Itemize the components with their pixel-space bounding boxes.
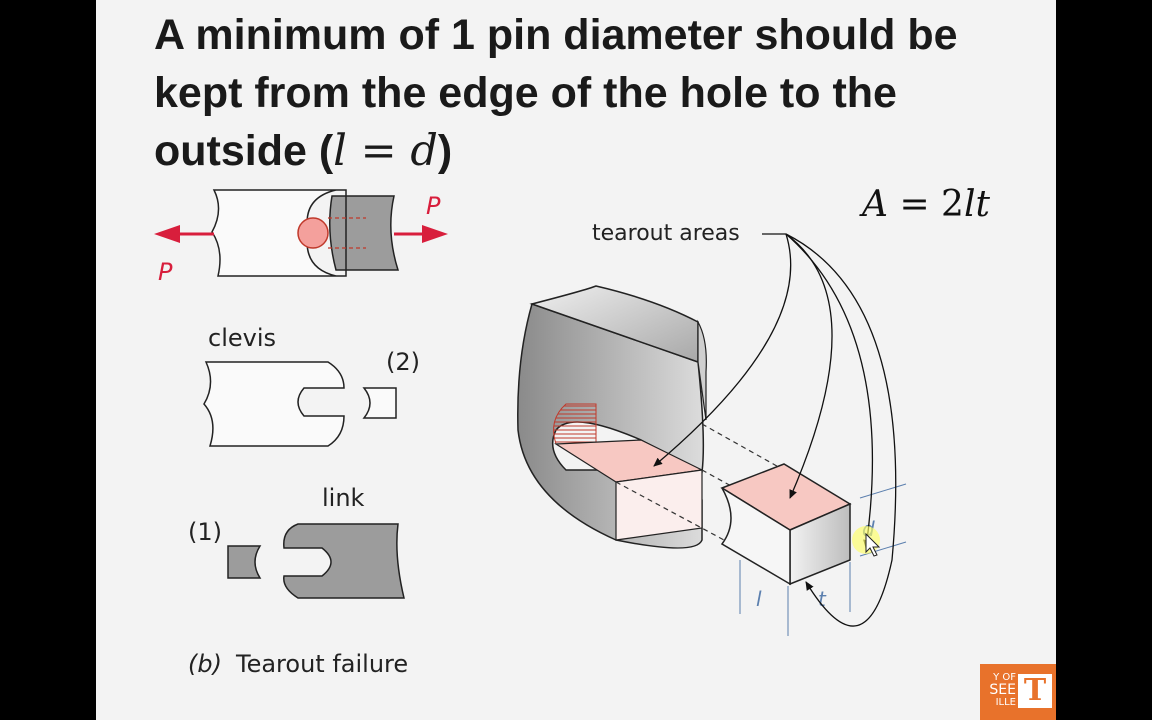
link-failure: link (1): [188, 484, 405, 599]
force-label-left: P: [158, 258, 173, 286]
leader-arrow-3: [785, 233, 874, 549]
clevis-label: clevis: [208, 324, 276, 352]
pin-joint-assembly: P P: [154, 189, 448, 286]
link-label: link: [322, 484, 365, 512]
force-label-right: P: [426, 192, 441, 220]
force-arrow-right-head: [422, 225, 448, 243]
logo-text-line3: ILLE: [995, 697, 1016, 708]
piece-2: [362, 387, 397, 419]
clevis-outline: [211, 189, 337, 277]
title-close: ): [437, 127, 453, 175]
logo-t-mark: T: [1018, 674, 1052, 708]
clevis-body: [203, 361, 345, 447]
part-2-label: (2): [386, 348, 420, 376]
formula-l: l: [963, 184, 976, 225]
leader-arrow-1: [653, 233, 792, 467]
caption-letter: (b): [188, 650, 222, 678]
force-arrow-left-head: [154, 225, 180, 243]
formula-t: t: [975, 184, 990, 225]
part-1-label: (1): [188, 518, 222, 546]
clevis-failure: clevis (2): [203, 324, 420, 447]
dim-line-d-top: [859, 483, 907, 499]
tearout-area-formula: A = 2lt: [862, 184, 990, 225]
university-logo: Y OF SEE ILLE T: [980, 664, 1056, 720]
title-math-l: l: [333, 126, 347, 176]
tearout-diagram: P P clevis (2) link (1) (b) Tearout fail…: [154, 189, 907, 678]
logo-text-line1: Y OF: [993, 672, 1016, 683]
logo-text-line2: SEE: [989, 682, 1016, 698]
dim-label-t: t: [818, 587, 827, 611]
caption-text: Tearout failure: [235, 650, 408, 678]
pin-circle: [297, 217, 329, 249]
link-body: [283, 523, 405, 599]
projection-line-3: [615, 481, 725, 541]
slide: A minimum of 1 pin diameter should be ke…: [96, 0, 1056, 720]
clevis-slot: [336, 189, 347, 277]
hole-hatched: [553, 403, 597, 447]
title-text: A minimum of 1 pin diameter should be ke…: [154, 11, 958, 175]
tearout-label: tearout areas: [592, 221, 740, 246]
mouse-cursor-icon: [865, 532, 881, 557]
title-math-d: d: [410, 126, 438, 176]
slide-title: A minimum of 1 pin diameter should be ke…: [154, 6, 1034, 180]
piece-left: [719, 485, 791, 586]
leader-arrow-4: [785, 233, 897, 627]
piece-1: [227, 545, 262, 579]
leader-arrow-2: [785, 233, 833, 499]
formula-a: A: [862, 184, 888, 225]
dim-label-l: l: [756, 587, 762, 611]
logo-text: Y OF SEE ILLE: [980, 672, 1016, 708]
tearout-3d-view: l t d tearout areas: [517, 221, 907, 636]
title-math-eq: =: [346, 126, 411, 176]
block-top: [529, 285, 699, 364]
block-right-face: [697, 319, 707, 421]
link-part-gray: [329, 195, 400, 271]
formula-eq: = 2: [888, 184, 964, 225]
